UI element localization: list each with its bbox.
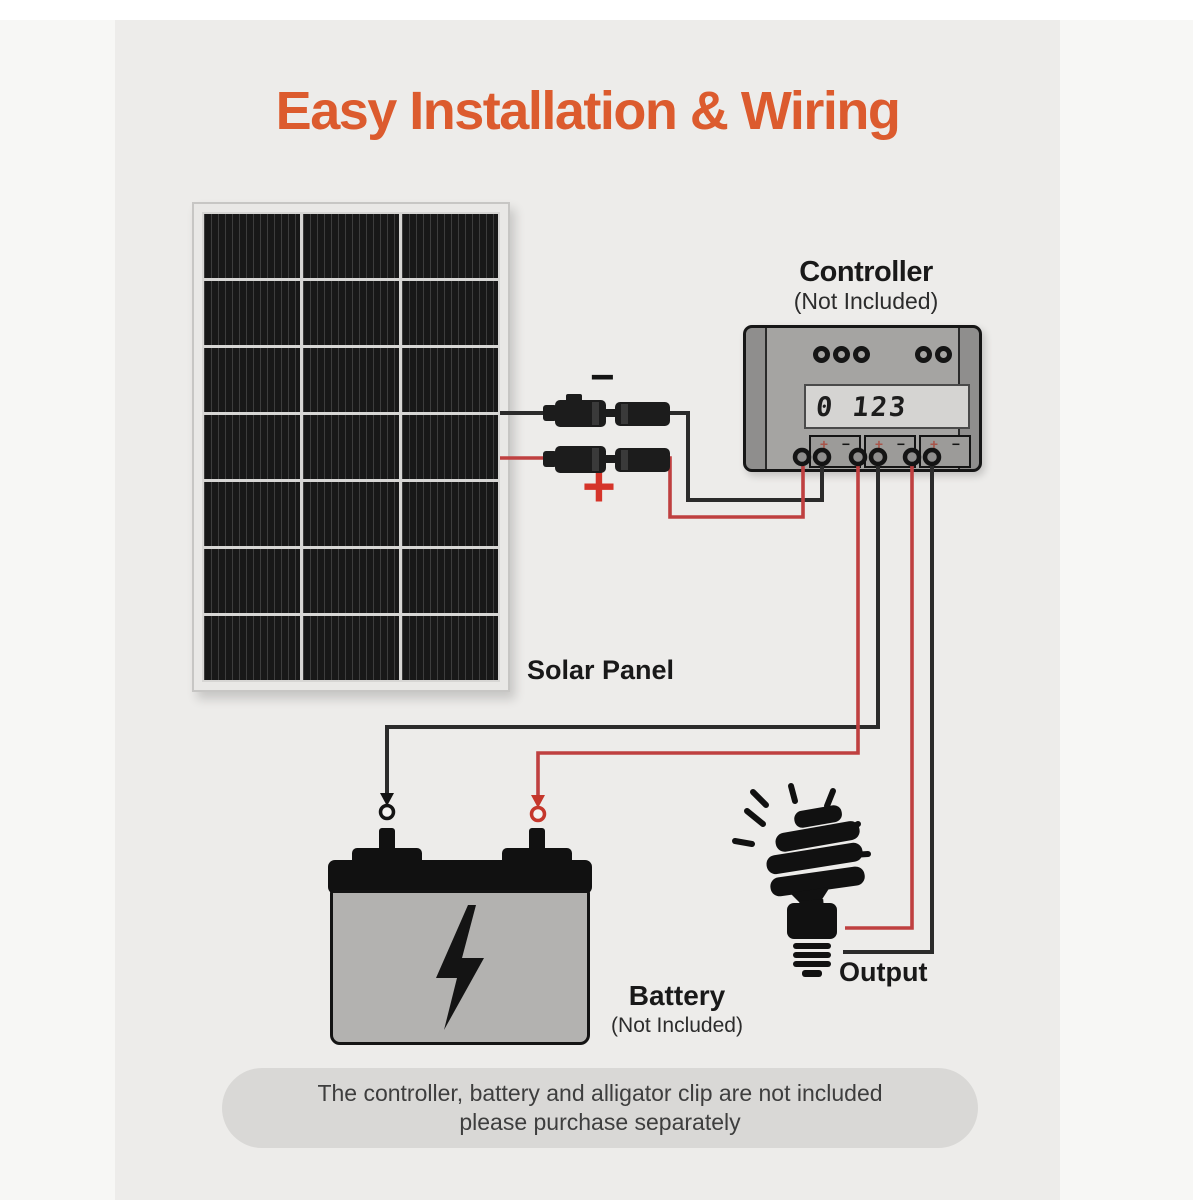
terminal-block-solar: + − bbox=[809, 435, 861, 468]
solar-panel bbox=[192, 202, 510, 692]
plus-symbol: + bbox=[582, 454, 616, 519]
solar-panel-label: Solar Panel bbox=[527, 655, 675, 685]
solar-cell bbox=[402, 616, 498, 680]
solar-cell bbox=[204, 415, 300, 479]
solar-cell bbox=[303, 549, 399, 613]
lcd-reading: 0 123 bbox=[814, 392, 909, 423]
indicator-light-icon bbox=[853, 346, 870, 363]
solar-cell bbox=[402, 482, 498, 546]
solar-panel-cells bbox=[202, 212, 500, 682]
terminal-block-load: + − bbox=[919, 435, 971, 468]
indicator-light-icon bbox=[935, 346, 952, 363]
controller-not-included: (Not Included) bbox=[793, 288, 939, 314]
solar-cell bbox=[204, 348, 300, 412]
solar-cell bbox=[303, 348, 399, 412]
terminal-minus-mark: − bbox=[841, 436, 851, 452]
solar-cell bbox=[402, 348, 498, 412]
solar-cell bbox=[303, 616, 399, 680]
page-title: Easy Installation & Wiring bbox=[275, 81, 901, 141]
solar-cell bbox=[204, 616, 300, 680]
left-margin bbox=[0, 20, 115, 1200]
solar-cell bbox=[402, 214, 498, 278]
solar-cell bbox=[303, 482, 399, 546]
indicator-light-icon bbox=[833, 346, 850, 363]
solar-cell bbox=[204, 549, 300, 613]
solar-cell bbox=[402, 281, 498, 345]
indicator-lights-left bbox=[813, 346, 870, 363]
terminal-plus-mark: + bbox=[819, 436, 829, 452]
lcd-display: 0 123 bbox=[804, 384, 970, 429]
note-line-2: please purchase separately bbox=[459, 1109, 741, 1135]
controller-face: 0 123 + − + − + − bbox=[765, 328, 971, 469]
indicator-light-icon bbox=[813, 346, 830, 363]
right-margin bbox=[1060, 20, 1193, 1200]
minus-symbol: − bbox=[590, 353, 615, 400]
solar-cell bbox=[204, 214, 300, 278]
battery bbox=[330, 890, 590, 1045]
battery-not-included: (Not Included) bbox=[611, 1014, 743, 1037]
output-label: Output bbox=[839, 957, 928, 987]
controller-label: Controller bbox=[799, 256, 933, 288]
solar-cell bbox=[204, 281, 300, 345]
solar-cell bbox=[303, 214, 399, 278]
disclaimer-note: The controller, battery and alligator cl… bbox=[222, 1068, 978, 1148]
solar-cell bbox=[402, 549, 498, 613]
terminal-block-battery: + − bbox=[864, 435, 916, 468]
battery-label: Battery bbox=[628, 980, 726, 1011]
solar-cell bbox=[204, 482, 300, 546]
terminal-minus-mark: − bbox=[951, 436, 961, 452]
solar-cell bbox=[303, 281, 399, 345]
note-line-1: The controller, battery and alligator cl… bbox=[317, 1080, 883, 1106]
solar-cell bbox=[402, 415, 498, 479]
terminal-plus-mark: + bbox=[874, 436, 884, 452]
indicator-light-icon bbox=[915, 346, 932, 363]
terminal-plus-mark: + bbox=[929, 436, 939, 452]
battery-top-cap bbox=[328, 860, 592, 894]
charge-controller: 0 123 + − + − + − bbox=[743, 325, 982, 472]
solar-cell bbox=[303, 415, 399, 479]
terminal-minus-mark: − bbox=[896, 436, 906, 452]
indicator-lights-right bbox=[915, 346, 952, 363]
